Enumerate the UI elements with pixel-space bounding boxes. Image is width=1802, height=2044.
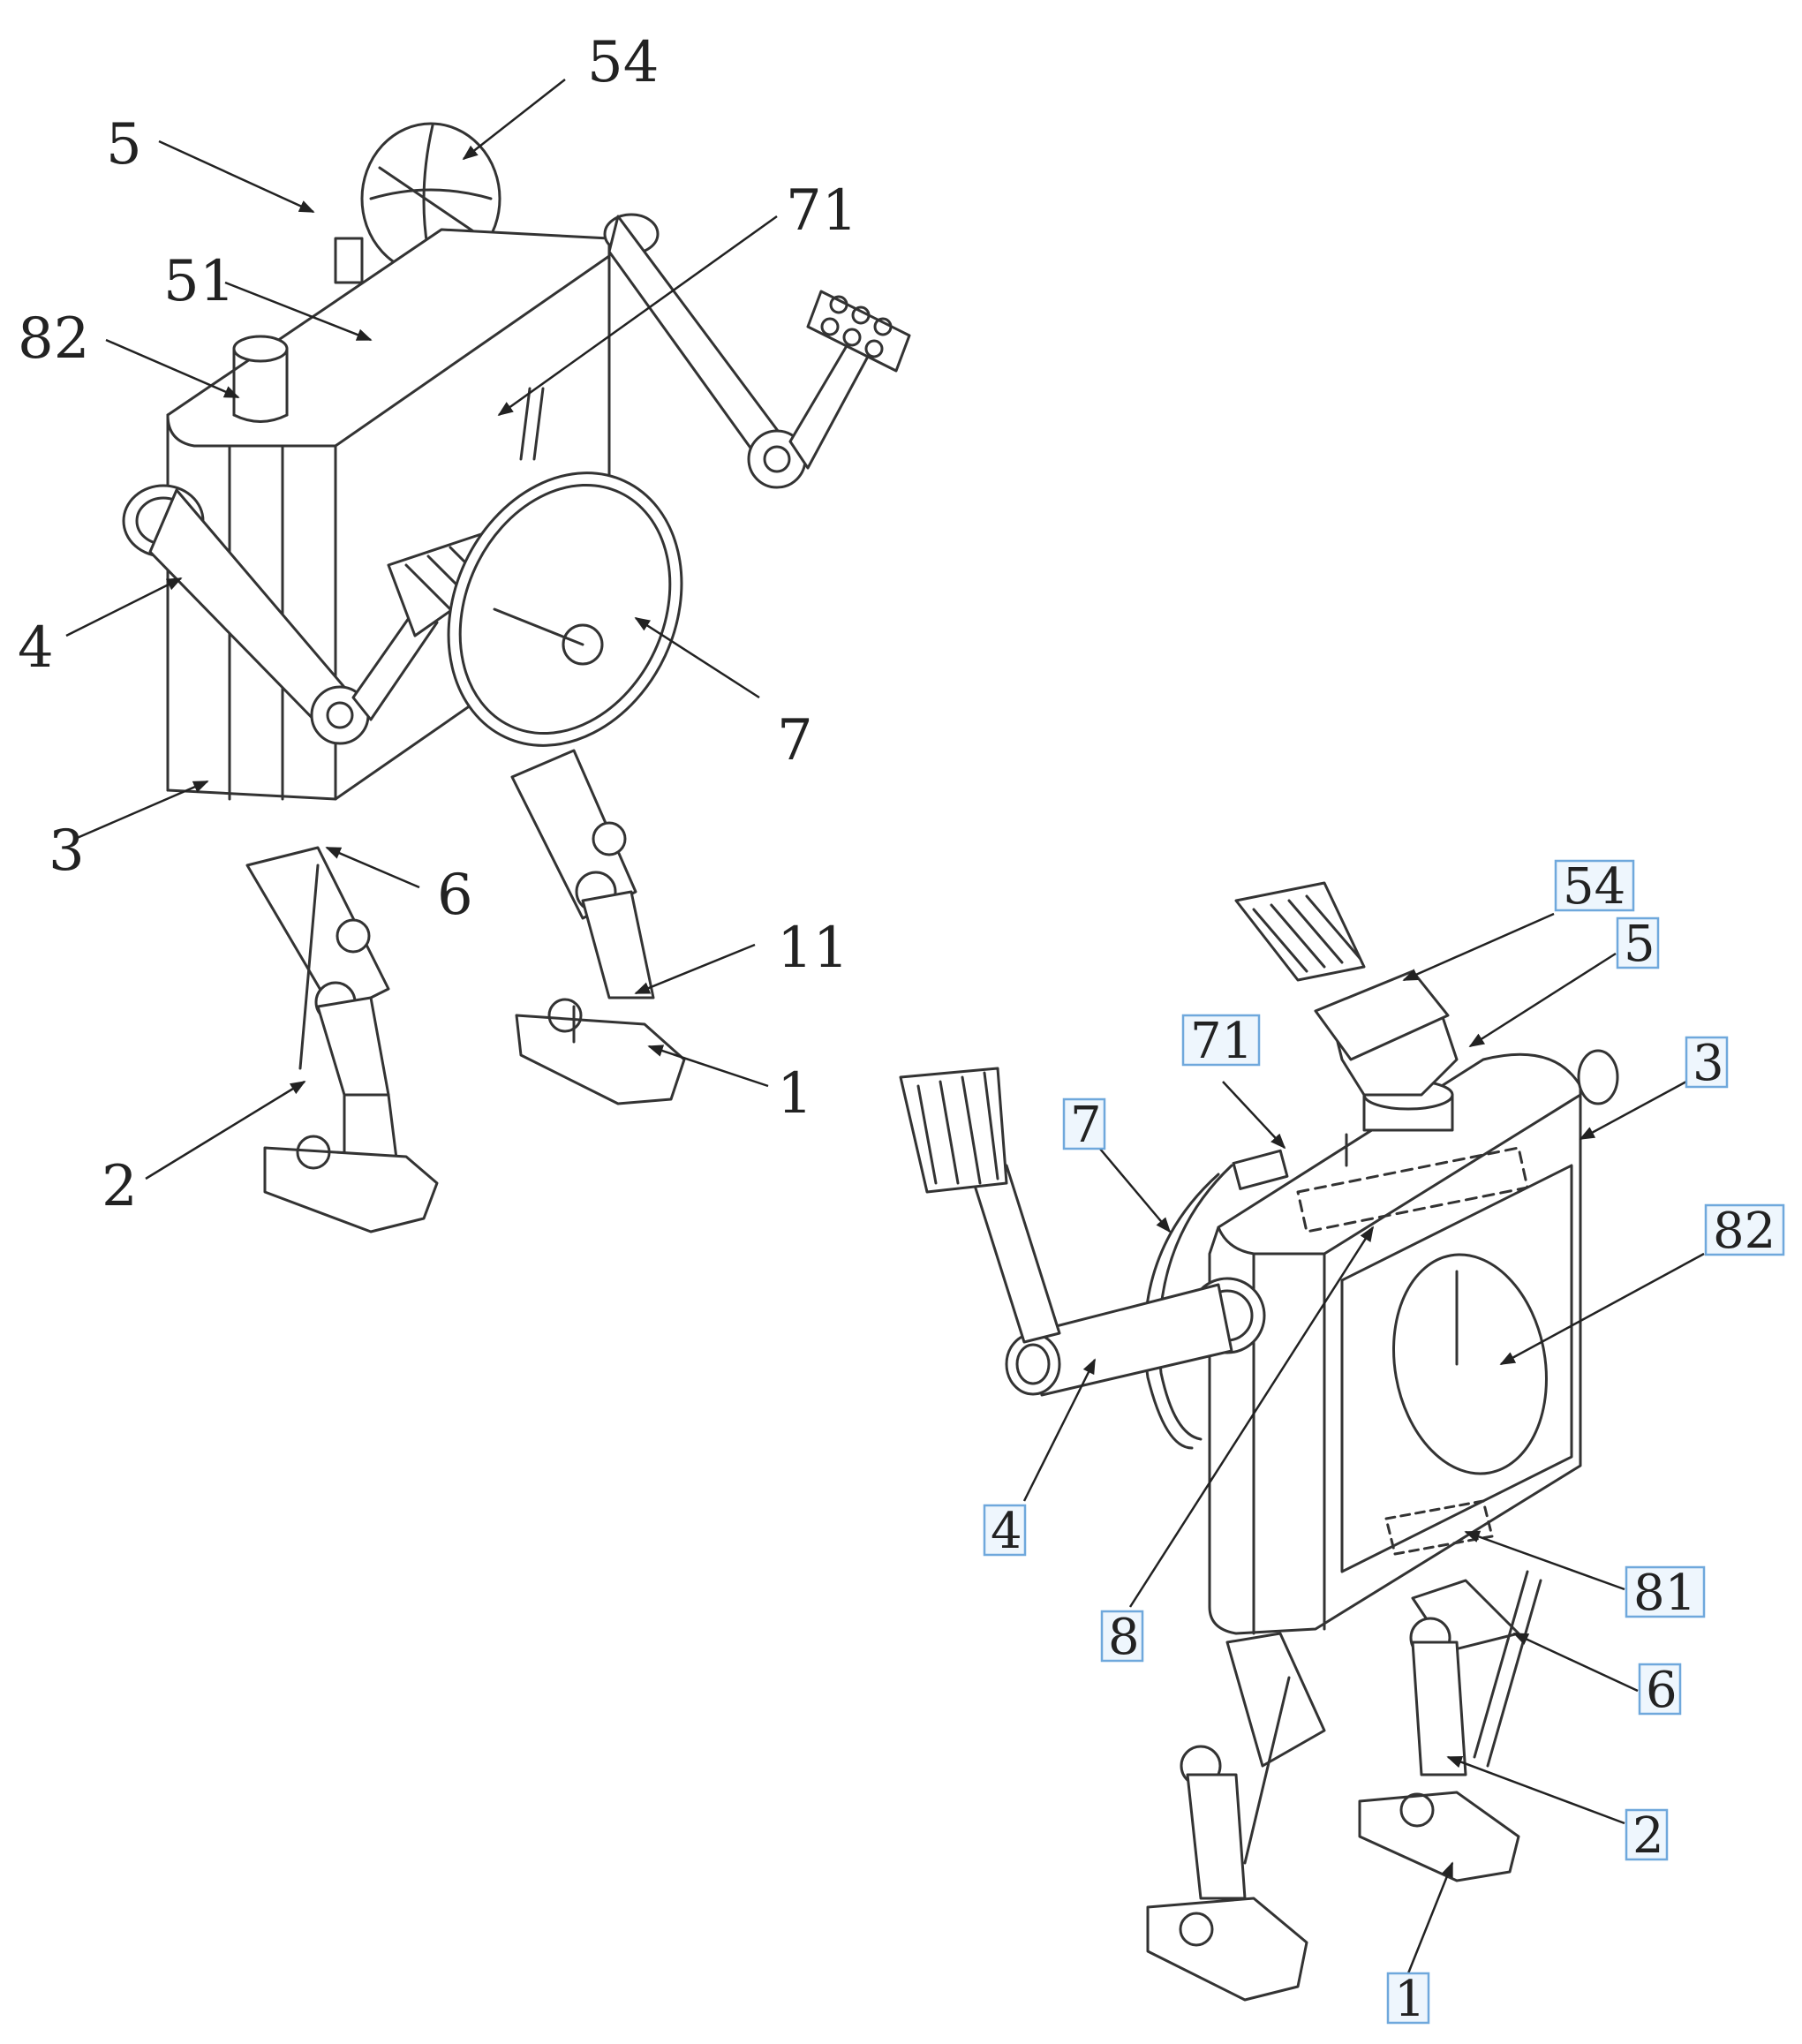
callout-8-bottom: 8 bbox=[1108, 1609, 1140, 1666]
callout-82-top: 82 bbox=[18, 306, 89, 372]
leader-1-bottom bbox=[1406, 1861, 1454, 1974]
callout-1-bottom: 1 bbox=[1394, 1971, 1426, 2028]
callout-54-bottom: 54 bbox=[1563, 858, 1625, 916]
callout-box-4 bbox=[983, 1504, 1027, 1557]
leader-5-top bbox=[158, 140, 315, 214]
callouts-top bbox=[65, 79, 778, 1180]
leader-11-top bbox=[634, 943, 756, 995]
robot-drawing-top bbox=[122, 122, 911, 1233]
leader-2-bottom bbox=[1446, 1755, 1625, 1825]
leader-1-top bbox=[647, 1045, 769, 1088]
callout-6-top: 6 bbox=[437, 863, 473, 928]
callout-71-top: 71 bbox=[786, 178, 857, 244]
callout-labels-top: 54 5 71 51 82 4 7 3 6 11 1 2 bbox=[18, 30, 857, 1219]
right-leg-top bbox=[510, 749, 686, 1105]
callout-51-top: 51 bbox=[163, 249, 235, 314]
leader-5-bottom bbox=[1468, 952, 1617, 1048]
callout-box-54 bbox=[1554, 859, 1635, 912]
callout-81-bottom: 81 bbox=[1633, 1565, 1696, 1622]
leader-8-bottom bbox=[1128, 1226, 1375, 1608]
leader-2-top bbox=[145, 1080, 306, 1180]
right-arm-top bbox=[603, 213, 911, 489]
leader-54-bottom bbox=[1402, 912, 1555, 982]
leader-4-top bbox=[65, 577, 183, 637]
left-leg-top bbox=[245, 846, 439, 1233]
leader-6-top bbox=[325, 846, 420, 889]
callout-box-81 bbox=[1625, 1565, 1706, 1618]
left-leg-bottom bbox=[1146, 1632, 1326, 2002]
callout-5-top: 5 bbox=[106, 112, 142, 177]
callout-box-2 bbox=[1625, 1808, 1669, 1861]
leader-81-bottom bbox=[1464, 1530, 1625, 1591]
callout-2-top: 2 bbox=[102, 1154, 138, 1219]
leader-7-bottom bbox=[1098, 1147, 1172, 1233]
callout-2-bottom: 2 bbox=[1632, 1807, 1664, 1865]
callout-54-top: 54 bbox=[587, 30, 659, 95]
callout-1-top: 1 bbox=[777, 1061, 813, 1127]
leader-3-bottom bbox=[1579, 1080, 1687, 1141]
callout-7-bottom: 7 bbox=[1070, 1097, 1102, 1154]
arm-bottom bbox=[899, 1067, 1266, 1397]
right-leg-bottom bbox=[1358, 1570, 1542, 1882]
leader-7-top bbox=[634, 616, 760, 699]
callout-7-top: 7 bbox=[777, 708, 813, 773]
callout-box-71 bbox=[1181, 1014, 1261, 1067]
callout-box-7 bbox=[1062, 1097, 1106, 1150]
callout-6-bottom: 6 bbox=[1646, 1662, 1678, 1719]
callout-box-5 bbox=[1616, 916, 1660, 969]
callout-box-6 bbox=[1638, 1663, 1682, 1716]
callout-box-1 bbox=[1386, 1972, 1430, 2025]
callout-3-top: 3 bbox=[49, 818, 85, 884]
callout-5-bottom: 5 bbox=[1624, 916, 1655, 973]
callout-3-bottom: 3 bbox=[1693, 1035, 1724, 1092]
leader-54-top bbox=[462, 79, 566, 161]
leader-71-bottom bbox=[1222, 1081, 1286, 1150]
leader-82-bottom bbox=[1499, 1252, 1705, 1366]
callout-4-bottom: 4 bbox=[991, 1503, 1022, 1560]
callout-11-top: 11 bbox=[777, 916, 848, 981]
callout-71-bottom: 71 bbox=[1190, 1013, 1253, 1070]
leader-6-bottom bbox=[1512, 1632, 1639, 1693]
callout-box-3 bbox=[1685, 1036, 1729, 1089]
callout-boxes-bottom bbox=[983, 859, 1785, 2025]
robot-drawing-bottom bbox=[899, 881, 1619, 2002]
callout-box-8 bbox=[1100, 1610, 1144, 1663]
leader-71-top bbox=[497, 215, 778, 417]
leader-82-top bbox=[105, 338, 240, 399]
callouts-bottom bbox=[1022, 912, 1705, 1974]
leader-3-top bbox=[74, 780, 209, 841]
torso-bottom bbox=[1208, 1049, 1619, 1635]
callout-82-bottom: 82 bbox=[1713, 1203, 1776, 1260]
leader-51-top bbox=[224, 281, 373, 342]
dish-top bbox=[447, 387, 683, 747]
head-assembly-bottom bbox=[1234, 881, 1459, 1167]
callout-box-82 bbox=[1704, 1203, 1785, 1256]
leader-4-bottom bbox=[1022, 1358, 1097, 1502]
callout-labels-bottom: 54 5 3 71 7 82 4 81 8 6 2 1 bbox=[991, 858, 1776, 2028]
callout-4-top: 4 bbox=[18, 615, 54, 681]
